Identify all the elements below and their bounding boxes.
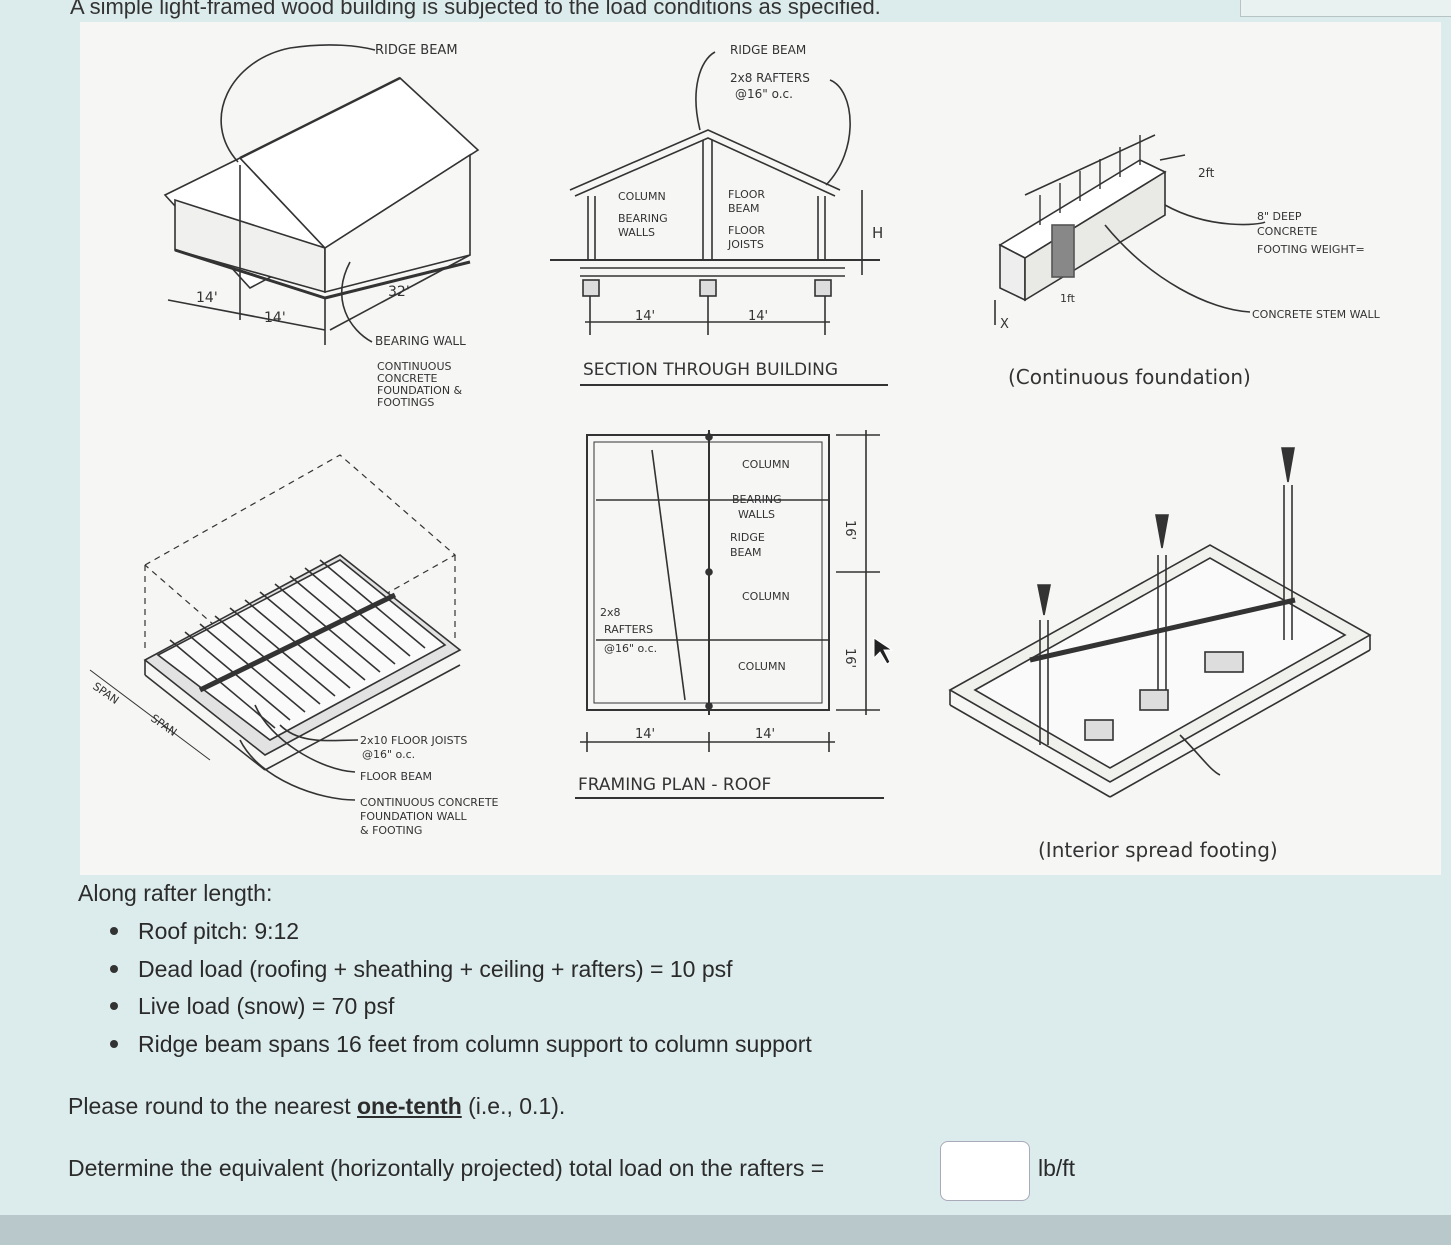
round-prefix: Please round to the nearest xyxy=(68,1093,357,1119)
answer-unit: lb/ft xyxy=(1038,1155,1076,1181)
list-item-text: Roof pitch: 9:12 xyxy=(138,918,300,944)
plan-column-mid-label: COLUMN xyxy=(742,590,790,603)
floor-joists-label-1: 2x10 FLOOR JOISTS xyxy=(360,734,467,747)
plan-ridge-beam-label-2: BEAM xyxy=(730,546,762,559)
section-dim-14b: 14' xyxy=(748,309,768,324)
floor-span-label-b: SPAN xyxy=(148,712,179,739)
section-floor-joists-label-1: FLOOR xyxy=(728,224,765,237)
floor-foundation-label-3: & FOOTING xyxy=(360,824,422,837)
framing-plan-roof: COLUMN BEARING WALLS RIDGE BEAM COLUMN 2… xyxy=(575,430,894,799)
plan-column-top-label: COLUMN xyxy=(742,458,790,471)
along-rafter-heading: Along rafter length: xyxy=(78,880,273,906)
rounding-instruction: Please round to the nearest one-tenth (i… xyxy=(68,1093,565,1120)
section-through-building: RIDGE BEAM 2x8 RAFTERS @16" o.c. COLUMN … xyxy=(550,43,888,386)
section-bearing-label-2: WALLS xyxy=(618,226,655,239)
intro-text: A simple light-framed wood building is s… xyxy=(70,0,881,19)
section-rafters-label-1: 2x8 RAFTERS xyxy=(730,71,810,85)
plan-rafters-label-2: RAFTERS xyxy=(604,623,653,636)
interior-spread-footing-drawing: (Interior spread footing) xyxy=(948,447,1372,862)
building-perspective: RIDGE BEAM 14' 14' 32' BEARING WALL CONT… xyxy=(163,43,480,409)
top-right-box xyxy=(1240,0,1451,17)
section-floor-beam-label-2: BEAM xyxy=(728,202,760,215)
section-h-label: H xyxy=(872,224,883,242)
building-dim-14a: 14' xyxy=(196,290,218,306)
floor-foundation-label-1: CONTINUOUS CONCRETE xyxy=(360,796,499,809)
foundation-1ft-label: 1ft xyxy=(1060,292,1076,305)
bullet-icon xyxy=(110,964,118,973)
list-item: Roof pitch: 9:12 xyxy=(110,915,812,953)
plan-dim-16b: 16' xyxy=(842,648,857,668)
section-bearing-label-1: BEARING xyxy=(618,212,668,225)
plan-bearing-label-2: WALLS xyxy=(738,508,775,521)
caption-continuous-foundation: (Continuous foundation) xyxy=(1008,365,1251,389)
plan-dim-14a: 14' xyxy=(635,727,655,742)
plan-dim-14b: 14' xyxy=(755,727,775,742)
floor-joists-label-2: @16" o.c. xyxy=(362,748,415,761)
caption-interior-spread-footing: (Interior spread footing) xyxy=(1038,838,1278,862)
list-item-text: Ridge beam spans 16 feet from column sup… xyxy=(138,1030,812,1057)
plan-title: FRAMING PLAN - ROOF xyxy=(578,775,771,795)
building-foundation-label-4: FOOTINGS xyxy=(377,396,434,409)
building-bearing-wall-label: BEARING WALL xyxy=(375,334,466,348)
foundation-width-label: 2ft xyxy=(1198,166,1215,180)
plan-rafters-label-3: @16" o.c. xyxy=(604,642,657,655)
list-item: Ridge beam spans 16 feet from column sup… xyxy=(110,1028,812,1066)
floor-foundation-label-2: FOUNDATION WALL xyxy=(360,810,467,823)
round-suffix: (i.e., 0.1). xyxy=(461,1093,566,1119)
floor-framing-perspective: SPAN SPAN 2x10 FLOOR JOISTS @16" o.c. FL… xyxy=(89,454,499,837)
list-item: Dead load (roofing + sheathing + ceiling… xyxy=(110,953,812,991)
building-dim-14b: 14' xyxy=(264,310,286,326)
section-floor-beam-label-1: FLOOR xyxy=(728,188,765,201)
foundation-depth-label-3: FOOTING WEIGHT= xyxy=(1257,243,1365,256)
foundation-depth-label-1: 8" DEEP xyxy=(1257,210,1302,223)
answer-input[interactable] xyxy=(940,1141,1030,1201)
section-rafters-label-2: @16" o.c. xyxy=(735,87,793,101)
plan-bearing-label-1: BEARING xyxy=(732,493,782,506)
bullet-icon xyxy=(110,927,118,935)
mouse-cursor-icon xyxy=(873,637,894,665)
building-foundation-label-3: FOUNDATION & xyxy=(377,384,463,397)
section-ridge-beam-label: RIDGE BEAM xyxy=(730,43,806,57)
foundation-stem-label: CONCRETE STEM WALL xyxy=(1252,308,1381,321)
plan-dim-16a: 16' xyxy=(842,520,857,540)
list-item: Live load (snow) = 70 psf xyxy=(110,990,812,1028)
floor-beam-label: FLOOR BEAM xyxy=(360,770,432,783)
section-dim-14a: 14' xyxy=(635,309,655,324)
section-column-label: COLUMN xyxy=(618,190,666,203)
foundation-depth-label-2: CONCRETE xyxy=(1257,225,1318,238)
building-figure-svg: RIDGE BEAM 14' 14' 32' BEARING WALL CONT… xyxy=(89,43,1381,862)
plan-ridge-beam-label-1: RIDGE xyxy=(730,531,765,544)
section-title: SECTION THROUGH BUILDING xyxy=(583,360,838,380)
building-dim-32: 32' xyxy=(388,284,410,300)
plan-rafters-label-1: 2x8 xyxy=(600,606,621,619)
building-figure: RIDGE BEAM 14' 14' 32' BEARING WALL CONT… xyxy=(80,22,1441,875)
round-emphasis: one-tenth xyxy=(356,1093,462,1119)
building-foundation-label-1: CONTINUOUS xyxy=(377,360,452,373)
floor-span-label-a: SPAN xyxy=(90,680,121,707)
foundation-x-label: X xyxy=(1000,317,1009,332)
bullet-icon xyxy=(110,1039,118,1048)
question-prompt: Determine the equivalent (horizontally p… xyxy=(68,1155,825,1181)
list-item-text: Dead load (roofing + sheathing + ceiling… xyxy=(138,955,733,982)
building-foundation-label-2: CONCRETE xyxy=(377,372,438,385)
plan-column-bot-label: COLUMN xyxy=(738,660,786,673)
building-ridge-beam-label: RIDGE BEAM xyxy=(375,43,458,58)
list-item-text: Live load (snow) = 70 psf xyxy=(138,993,395,1019)
section-floor-joists-label-2: JOISTS xyxy=(727,238,764,251)
continuous-foundation-drawing: 2ft 8" DEEP CONCRETE FOOTING WEIGHT= CON… xyxy=(994,134,1381,332)
bullet-icon xyxy=(110,1002,118,1010)
load-conditions-list: Roof pitch: 9:12 Dead load (roofing + sh… xyxy=(110,915,812,1065)
bottom-strip xyxy=(0,1215,1451,1245)
